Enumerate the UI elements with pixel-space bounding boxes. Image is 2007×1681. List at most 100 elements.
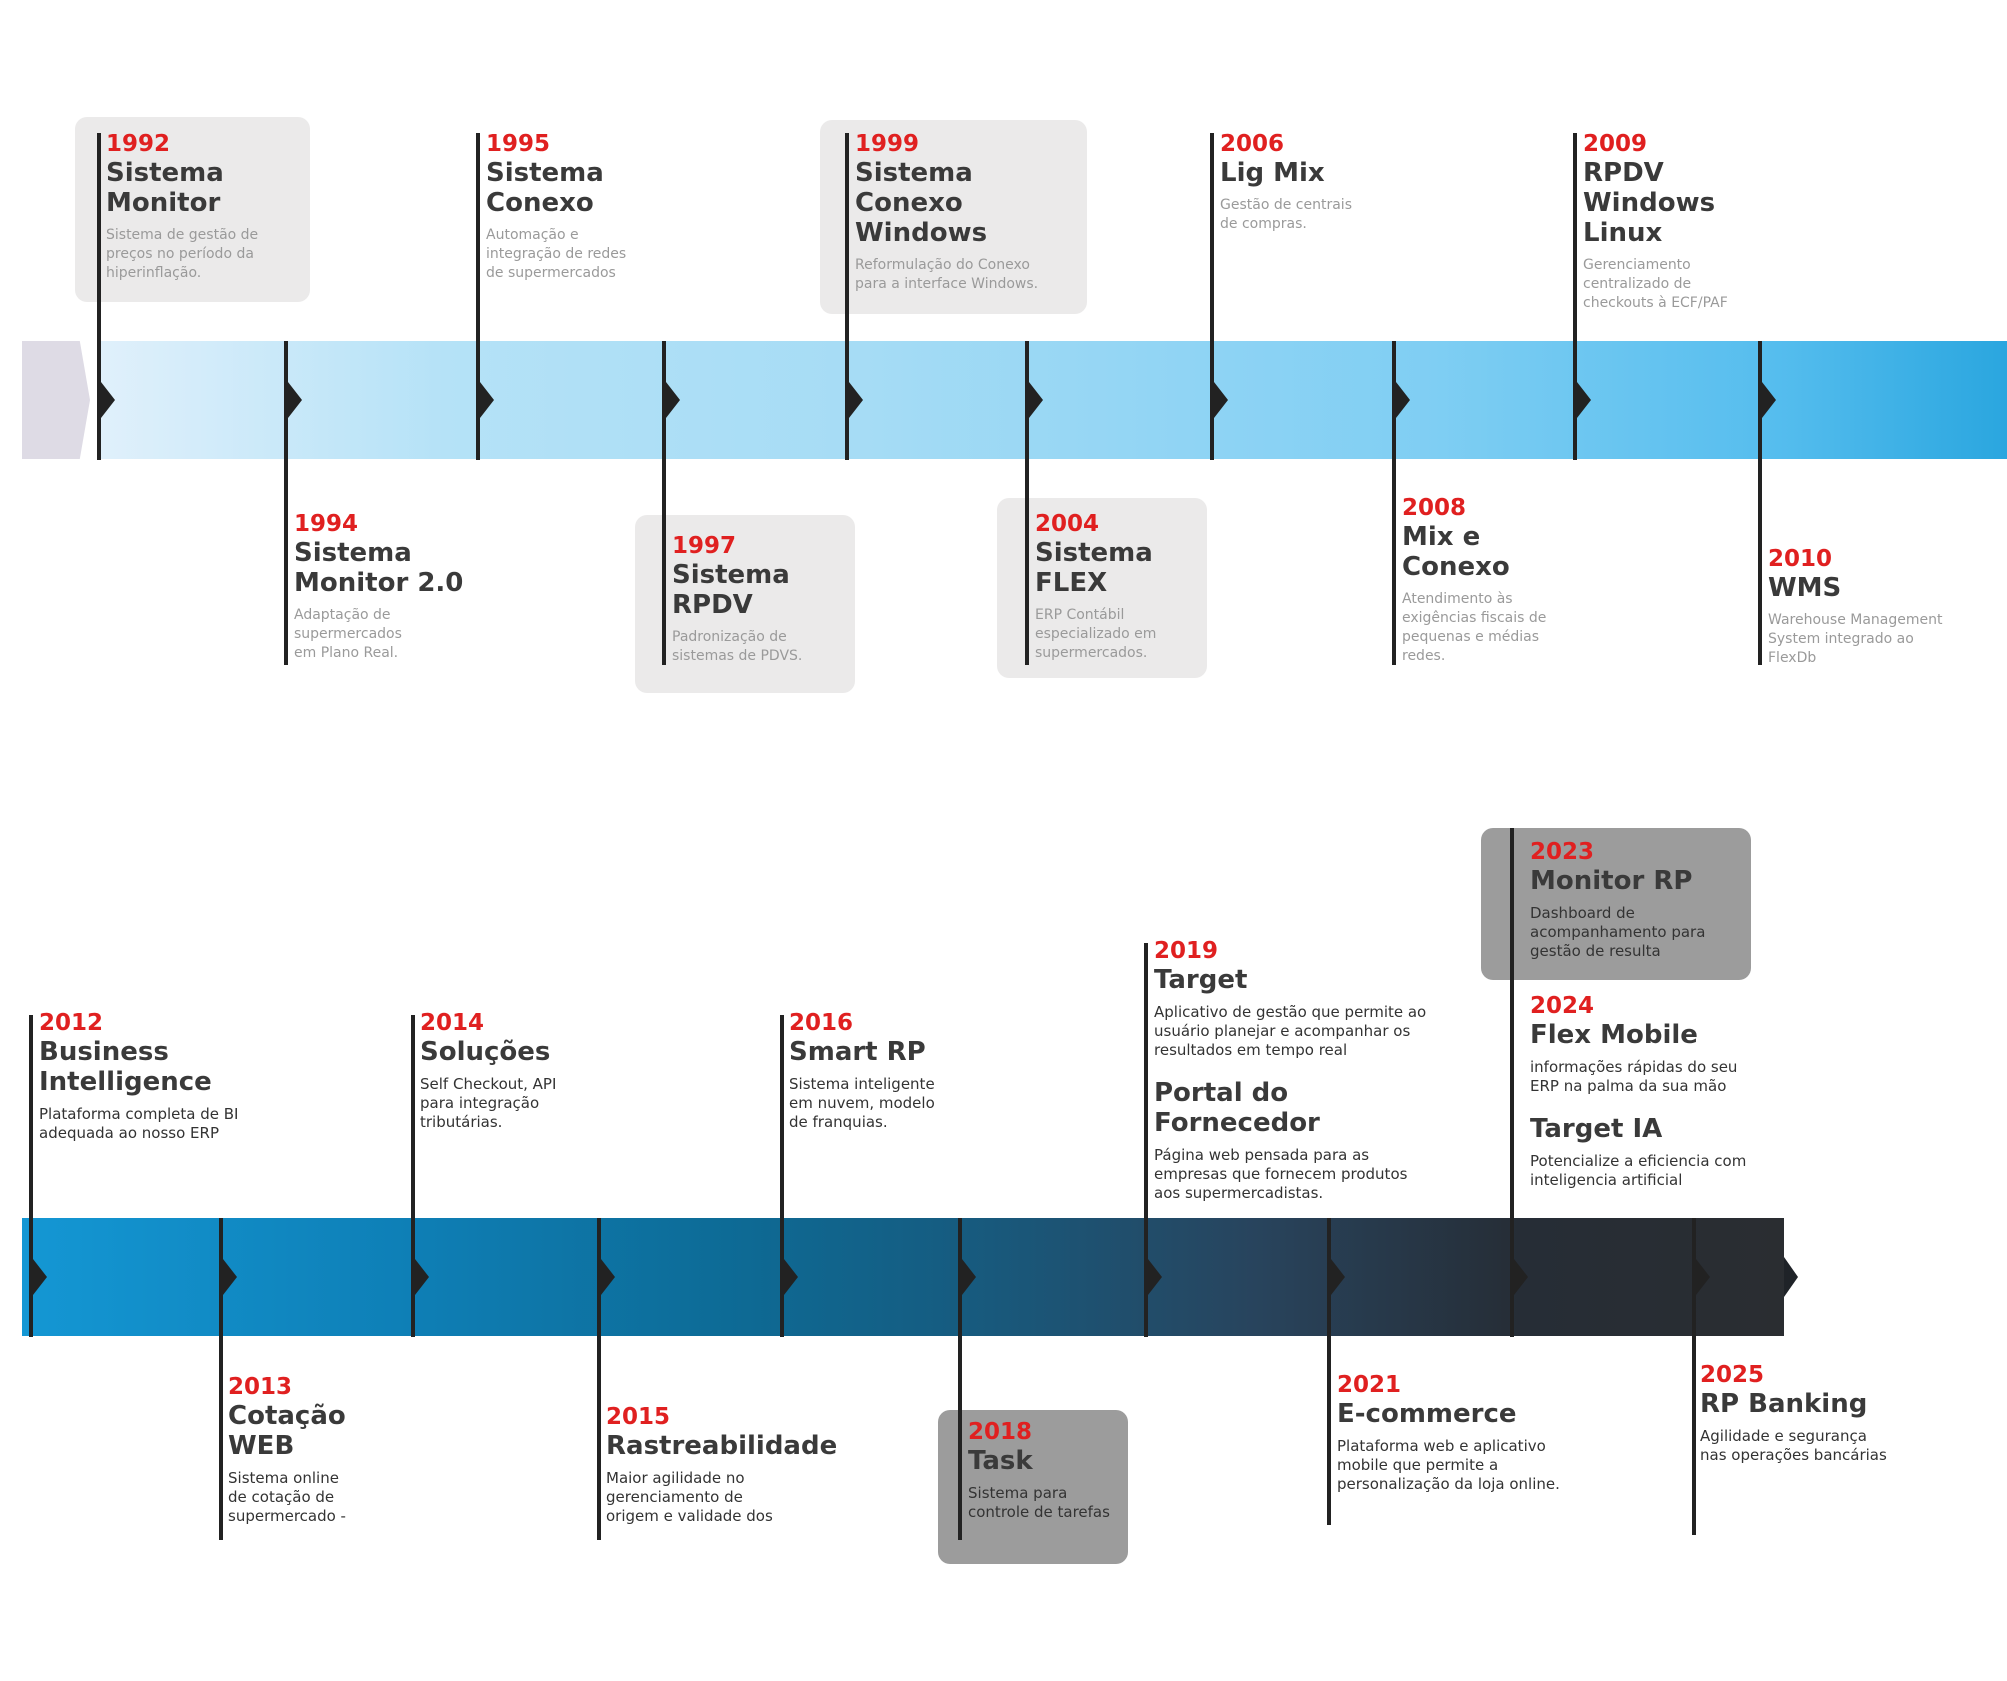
milestone-title: Smart RP <box>789 1037 926 1067</box>
milestone-year: 1995 <box>486 131 551 157</box>
milestone-description: Atendimento às exigências fiscais de peq… <box>1402 591 1547 664</box>
milestone-year: 2023 <box>1530 839 1595 865</box>
chevron-right-icon <box>223 1259 237 1295</box>
milestone-2024: 2024 Flex Mobile informações rápidas do … <box>1530 992 1780 1190</box>
milestone-title: Rastreabilidade <box>606 1431 838 1461</box>
milestone-description: Plataforma completa de BI adequada ao no… <box>39 1105 239 1142</box>
milestone-2016: 2016 Smart RP Sistema inteligente em nuv… <box>789 1009 969 1132</box>
marker-line-2015 <box>597 1218 601 1540</box>
marker-line-1995 <box>476 133 480 460</box>
marker-line-2019 <box>1144 943 1148 1337</box>
milestone-2004: 2004 Sistema FLEX ERP Contábil especiali… <box>1035 510 1205 663</box>
chevron-right-icon <box>1331 1259 1345 1295</box>
milestone-description: Padronização de sistemas de PDVS. <box>672 629 803 664</box>
milestone-description: Sistema para controle de tarefas <box>968 1484 1110 1521</box>
milestone-year: 2004 <box>1035 511 1100 537</box>
milestone-description: Dashboard de acompanhamento para gestão … <box>1530 904 1706 960</box>
milestone-year: 2025 <box>1700 1362 1765 1388</box>
milestone-title: Sistema Conexo Windows <box>855 158 988 248</box>
marker-line-2013 <box>219 1218 223 1540</box>
milestone-2014: 2014 Soluções Self Checkout, API para in… <box>420 1009 600 1132</box>
highlight-box-2023 <box>1481 828 1751 980</box>
highlight-box-1992 <box>75 117 310 302</box>
milestone-description: Self Checkout, API para integração tribu… <box>420 1075 557 1131</box>
milestone-title: Sistema RPDV <box>672 560 790 620</box>
milestone-description: Aplicativo de gestão que permite ao usuá… <box>1154 1003 1427 1059</box>
chevron-right-icon <box>415 1259 429 1295</box>
timeline-start-arrow <box>22 341 90 459</box>
milestone-title: Monitor RP <box>1530 866 1693 896</box>
milestone-title: Business Intelligence <box>39 1037 212 1097</box>
timeline-end-arrow <box>1784 1257 1798 1297</box>
milestone-title: Lig Mix <box>1220 158 1325 188</box>
milestone-2008: 2008 Mix e Conexo Atendimento às exigênc… <box>1402 494 1582 666</box>
chevron-right-icon <box>849 382 863 418</box>
milestone-2015: 2015 Rastreabilidade Maior agilidade no … <box>606 1403 846 1526</box>
marker-line-1997 <box>662 341 666 665</box>
marker-line-2008 <box>1392 341 1396 665</box>
chevron-right-icon <box>784 1259 798 1295</box>
milestone-description: Warehouse Management System integrado ao… <box>1768 612 1943 666</box>
milestone-description: Automação e integração de redes de super… <box>486 227 627 281</box>
milestone-2023: 2023 Monitor RP Dashboard de acompanhame… <box>1530 838 1745 961</box>
marker-line-2016 <box>780 1015 784 1337</box>
marker-line-1992 <box>97 133 101 460</box>
milestone-title: Mix e Conexo <box>1402 522 1510 582</box>
milestone-2021: 2021 E-commerce Plataforma web e aplicat… <box>1337 1371 1577 1494</box>
milestone-title: Flex Mobile <box>1530 1020 1698 1050</box>
milestone-year: 2012 <box>39 1010 104 1036</box>
marker-line-2023-2024 <box>1510 828 1514 1337</box>
milestone-1992: 1992 Sistema Monitor Sistema de gestão d… <box>106 130 306 283</box>
milestone-title: Soluções <box>420 1037 551 1067</box>
milestone-2019: 2019 Target Aplicativo de gestão que per… <box>1154 937 1454 1203</box>
marker-line-2012 <box>29 1015 33 1337</box>
milestone-title-secondary: Portal do Fornecedor <box>1154 1078 1320 1138</box>
marker-line-2009 <box>1573 133 1577 460</box>
milestone-title: Task <box>968 1446 1033 1476</box>
milestone-title-secondary: Target IA <box>1530 1114 1663 1144</box>
milestone-description: Plataforma web e aplicativo mobile que p… <box>1337 1437 1560 1493</box>
milestone-title: Cotação WEB <box>228 1401 346 1461</box>
marker-line-1999 <box>845 133 849 460</box>
chevron-right-icon <box>1696 1259 1710 1295</box>
chevron-right-icon <box>666 382 680 418</box>
milestone-title: WMS <box>1768 573 1842 603</box>
milestone-description: Adaptação de supermercados em Plano Real… <box>294 607 402 661</box>
milestone-description: Gestão de centrais de compras. <box>1220 197 1352 232</box>
marker-line-2006 <box>1210 133 1214 460</box>
milestone-year: 2024 <box>1530 993 1595 1019</box>
marker-line-2014 <box>411 1015 415 1337</box>
highlight-box-1999 <box>820 120 1087 314</box>
milestone-1997: 1997 Sistema RPDV Padronização de sistem… <box>672 532 852 666</box>
milestone-title: Sistema Monitor 2.0 <box>294 538 464 598</box>
marker-line-2010 <box>1758 341 1762 665</box>
milestone-year: 1994 <box>294 511 359 537</box>
milestone-description: Maior agilidade no gerenciamento de orig… <box>606 1469 773 1525</box>
milestone-year: 2008 <box>1402 495 1467 521</box>
milestone-year: 2010 <box>1768 546 1833 572</box>
milestone-description: Sistema inteligente em nuvem, modelo de … <box>789 1075 935 1131</box>
milestone-2018: 2018 Task Sistema para controle de taref… <box>968 1418 1123 1522</box>
milestone-title: Sistema Monitor <box>106 158 224 218</box>
milestone-description-secondary: Página web pensada para as empresas que … <box>1154 1146 1408 1202</box>
highlight-box-2018 <box>938 1410 1128 1564</box>
milestone-title: Sistema Conexo <box>486 158 604 218</box>
chevron-right-icon <box>1029 382 1043 418</box>
milestone-title: Target <box>1154 965 1248 995</box>
chevron-right-icon <box>33 1259 47 1295</box>
chevron-right-icon <box>1762 382 1776 418</box>
milestone-year: 2006 <box>1220 131 1285 157</box>
milestone-2010: 2010 WMS Warehouse Management System int… <box>1768 545 1988 668</box>
milestone-year: 2018 <box>968 1419 1033 1445</box>
milestone-2012: 2012 Business Intelligence Plataforma co… <box>39 1009 299 1143</box>
marker-line-2025 <box>1692 1218 1696 1535</box>
milestone-year: 2019 <box>1154 938 1219 964</box>
milestone-1994: 1994 Sistema Monitor 2.0 Adaptação de su… <box>294 510 474 663</box>
milestone-description-secondary: Potencialize a eficiencia com inteligenc… <box>1530 1152 1747 1189</box>
milestone-year: 1997 <box>672 533 737 559</box>
milestone-description: informações rápidas do seu ERP na palma … <box>1530 1058 1738 1095</box>
milestone-2013: 2013 Cotação WEB Sistema online de cotaç… <box>228 1373 408 1526</box>
marker-line-2018 <box>958 1218 962 1540</box>
milestone-year: 1999 <box>855 131 920 157</box>
milestone-description: Gerenciamento centralizado de checkouts … <box>1583 257 1728 311</box>
